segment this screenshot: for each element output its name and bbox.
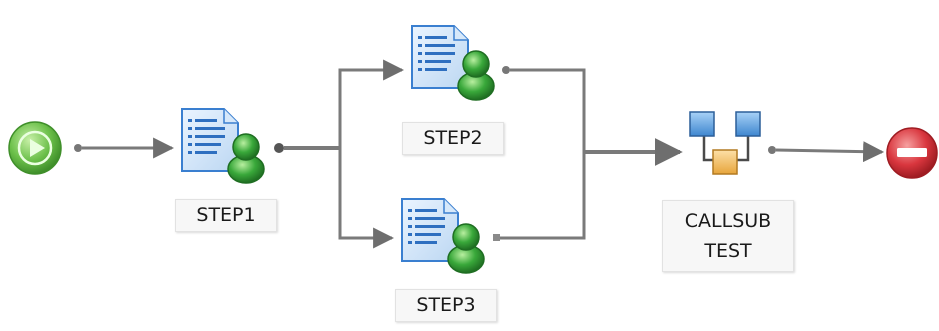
step3-node[interactable] — [401, 198, 485, 274]
edge-callsub-end[interactable] — [768, 141, 885, 163]
start-node[interactable] — [8, 121, 62, 175]
step2-label: STEP2 — [402, 122, 504, 155]
step1-label-text: STEP1 — [196, 204, 256, 226]
edge-start-step1[interactable] — [74, 137, 175, 159]
callsub-node[interactable] — [689, 111, 761, 175]
subprocess-icon — [689, 111, 761, 175]
step1-label: STEP1 — [175, 199, 277, 232]
stop-sign-icon — [886, 127, 938, 179]
edge-step1-split[interactable] — [274, 59, 405, 249]
edge-step1-step3[interactable] — [338, 148, 395, 249]
edge-step3-callsub[interactable] — [493, 152, 586, 241]
step2-label-text: STEP2 — [423, 127, 483, 149]
step3-label-text: STEP3 — [416, 294, 476, 316]
step2-node[interactable] — [411, 25, 495, 101]
end-node[interactable] — [886, 127, 938, 179]
connectors — [74, 59, 885, 249]
callsub-label-line1: CALLSUB — [684, 210, 772, 232]
document-with-user-icon — [181, 108, 265, 184]
document-with-user-icon — [411, 25, 495, 101]
callsub-label: CALLSUB TEST — [662, 200, 794, 272]
step3-label: STEP3 — [395, 289, 497, 322]
play-circle-icon — [8, 121, 62, 175]
callsub-label-line2: TEST — [704, 240, 752, 262]
edge-step1-step2[interactable] — [338, 59, 405, 148]
edge-step2-callsub[interactable] — [502, 66, 586, 152]
step1-node[interactable] — [181, 108, 265, 184]
document-with-user-icon — [401, 198, 485, 274]
